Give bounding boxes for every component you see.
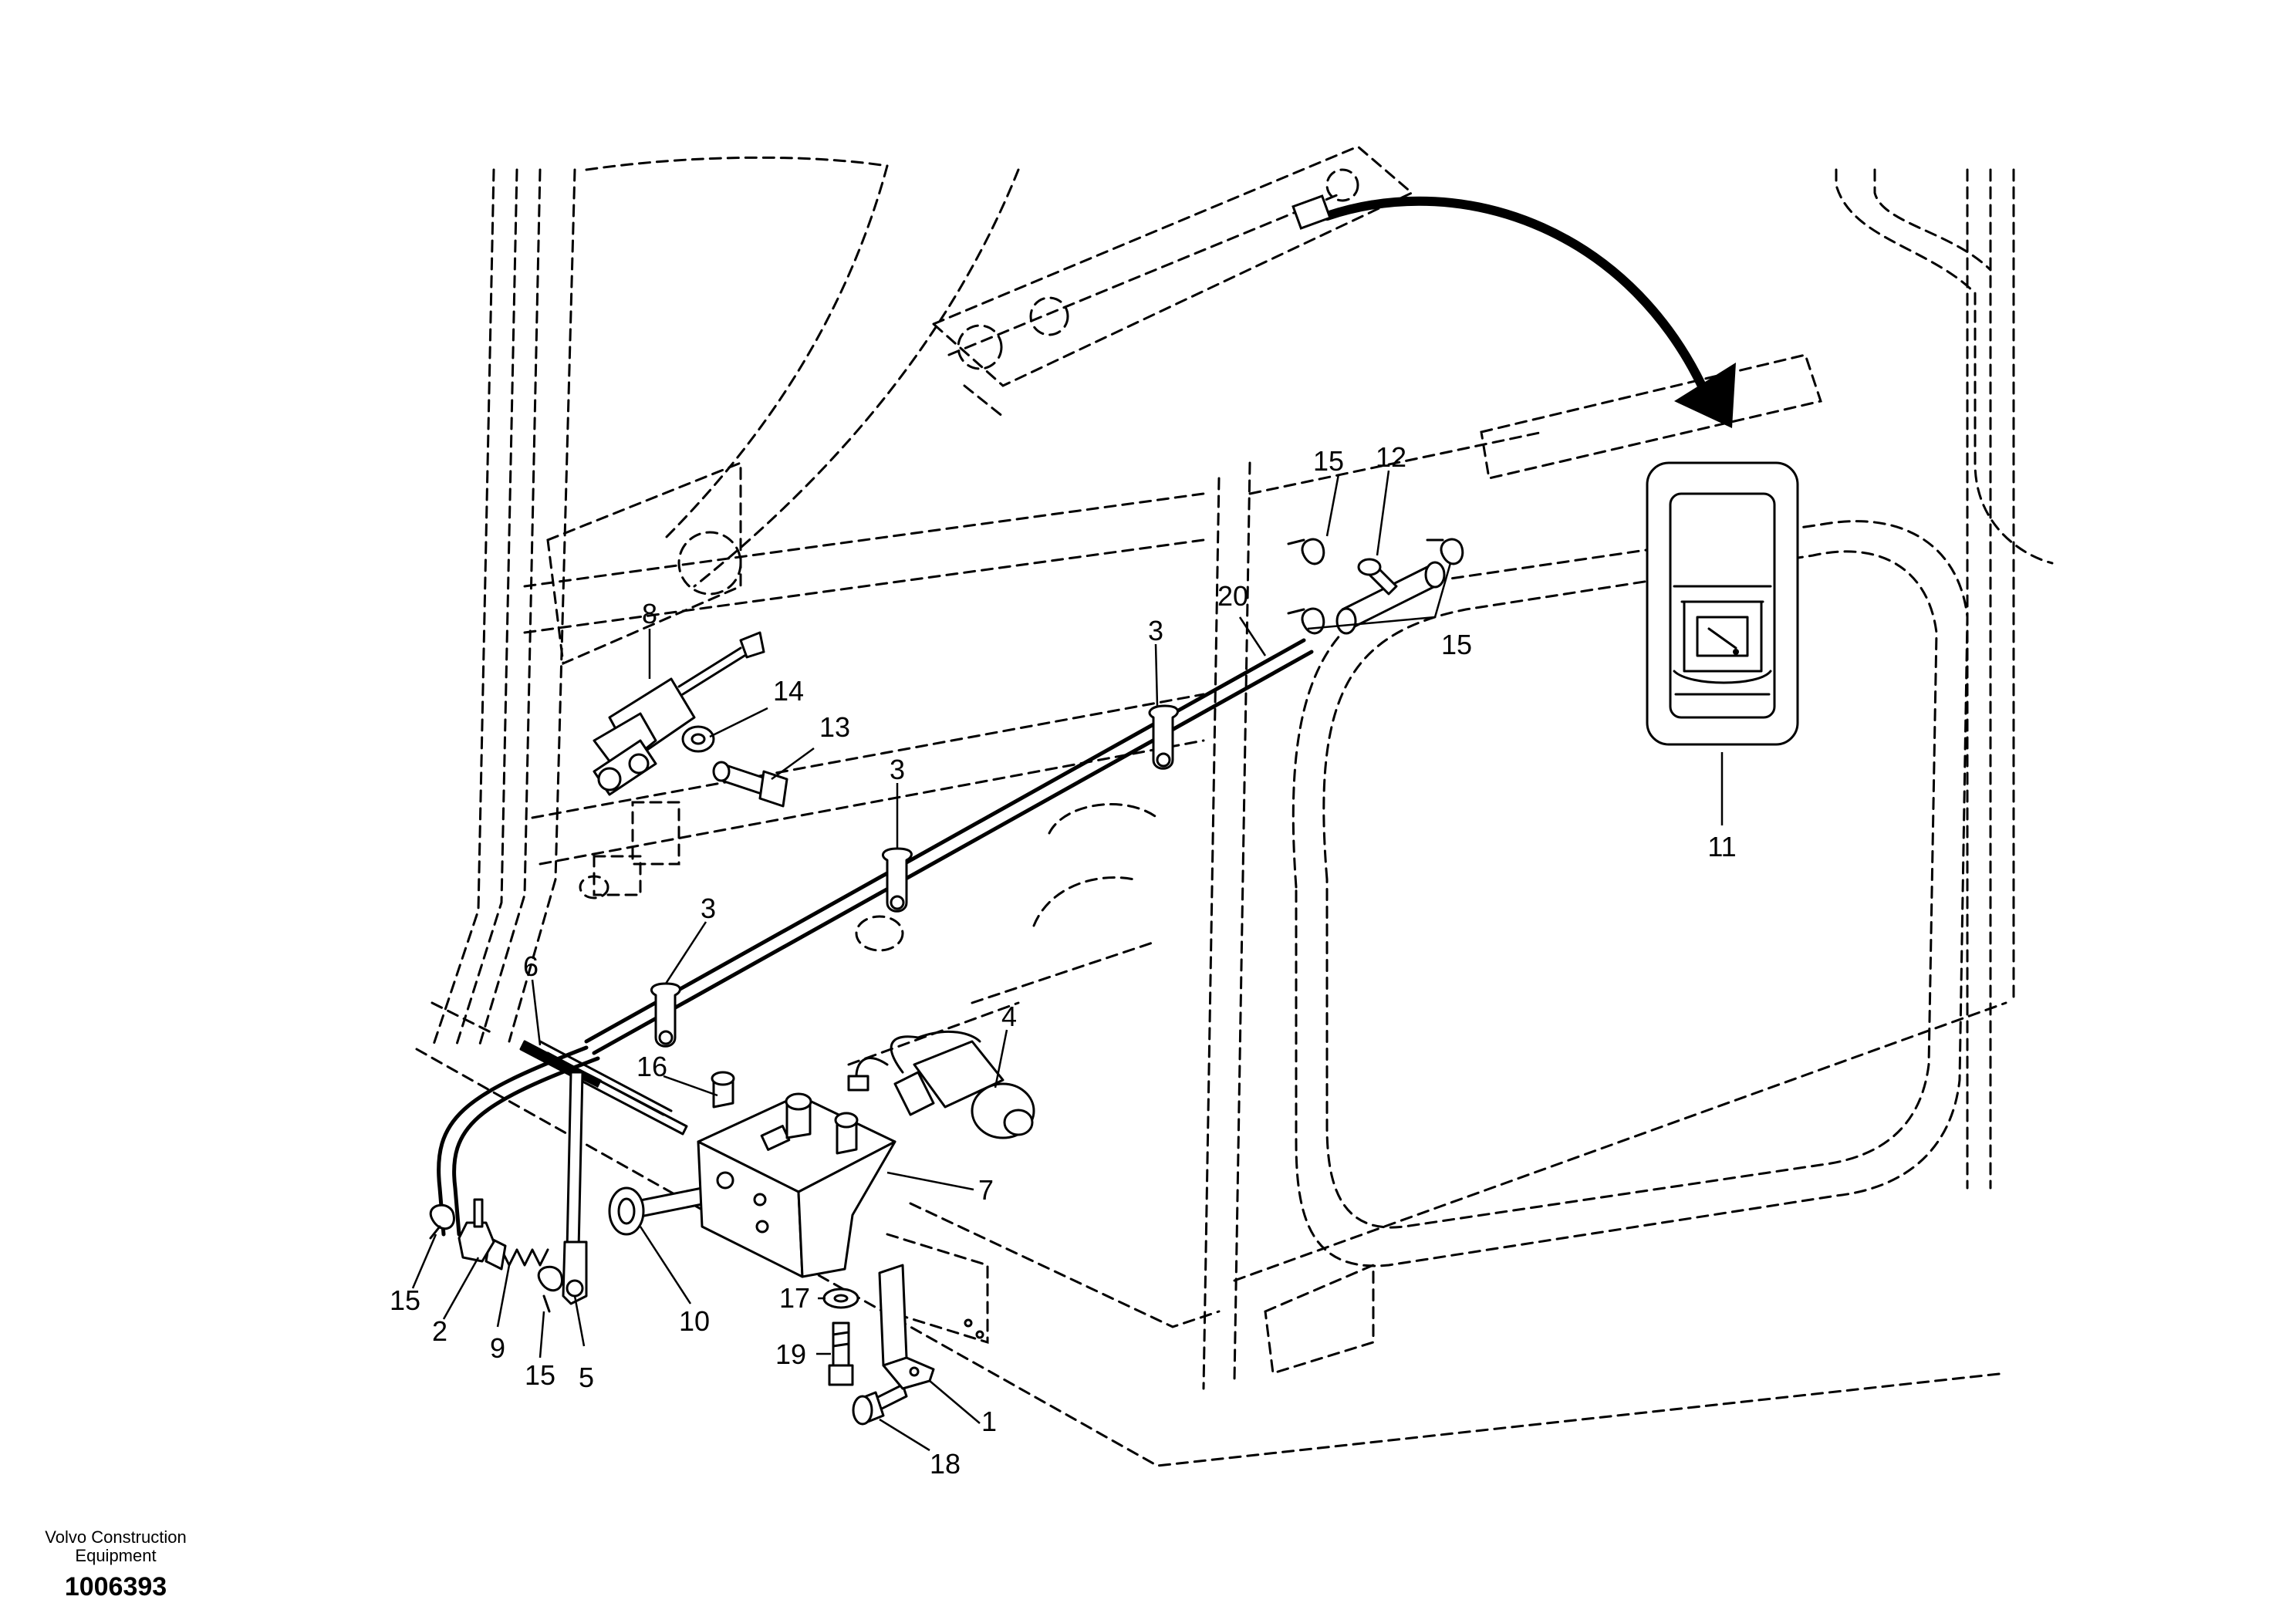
screw	[711, 1071, 735, 1109]
hose-clamps-bottom	[429, 1203, 563, 1313]
mounting-bolt	[828, 1321, 854, 1386]
callout-19: 19	[775, 1338, 806, 1370]
lower-washer	[822, 1288, 859, 1309]
callout-10: 10	[679, 1305, 710, 1337]
spring	[485, 1237, 549, 1271]
bolt	[712, 761, 788, 808]
drawing-number: 1006393	[65, 1572, 167, 1601]
callout-3: 3	[1148, 615, 1163, 646]
nut	[458, 1198, 495, 1263]
callout-15: 15	[1441, 629, 1472, 660]
caption-block: Volvo Construction Equipment 1006393	[45, 1527, 186, 1601]
flange-bolt	[852, 1383, 908, 1426]
wiper-bracket	[593, 631, 765, 796]
wiper-arm	[562, 1071, 588, 1305]
callout-2: 2	[432, 1315, 447, 1347]
washer	[681, 725, 715, 753]
callout-15: 15	[390, 1284, 420, 1316]
callout-8: 8	[642, 598, 657, 629]
callout-14: 14	[773, 675, 804, 707]
callout-20: 20	[1217, 580, 1248, 612]
detail-arrow	[1292, 194, 1736, 428]
callout-3: 3	[701, 893, 716, 924]
callout-13: 13	[819, 711, 850, 743]
support-bracket	[878, 1264, 984, 1390]
callout-1: 1	[981, 1406, 997, 1437]
wiper-motor	[847, 1030, 1035, 1139]
leader-lines	[411, 470, 1724, 1452]
callout-9: 9	[490, 1332, 505, 1364]
wiper-switch-panel	[1646, 461, 1799, 746]
callout-7: 7	[978, 1174, 994, 1206]
callout-15: 15	[1313, 445, 1344, 477]
callout-18: 18	[930, 1448, 961, 1480]
motor-bracket	[697, 1092, 896, 1278]
callout-4: 4	[1001, 1001, 1017, 1032]
callout-11: 11	[1707, 831, 1736, 862]
callout-6: 6	[523, 950, 539, 982]
callout-15: 15	[525, 1359, 555, 1391]
company-name-line-2: Equipment	[75, 1546, 156, 1565]
hose-clips	[650, 704, 1179, 1048]
callout-labels: 1 2 3 3 3 4 5 6 7 8 9 10 11 12 13 14 15 …	[390, 441, 1737, 1480]
callout-17: 17	[779, 1282, 810, 1314]
callout-5: 5	[579, 1362, 594, 1393]
t-connector	[1335, 558, 1446, 635]
company-name-line-1: Volvo Construction	[45, 1527, 186, 1547]
callout-12: 12	[1376, 441, 1406, 473]
callout-3: 3	[890, 754, 905, 785]
cab-frame-outline	[415, 145, 2054, 1467]
callout-16: 16	[636, 1051, 667, 1082]
washer-hose	[437, 638, 1314, 1237]
